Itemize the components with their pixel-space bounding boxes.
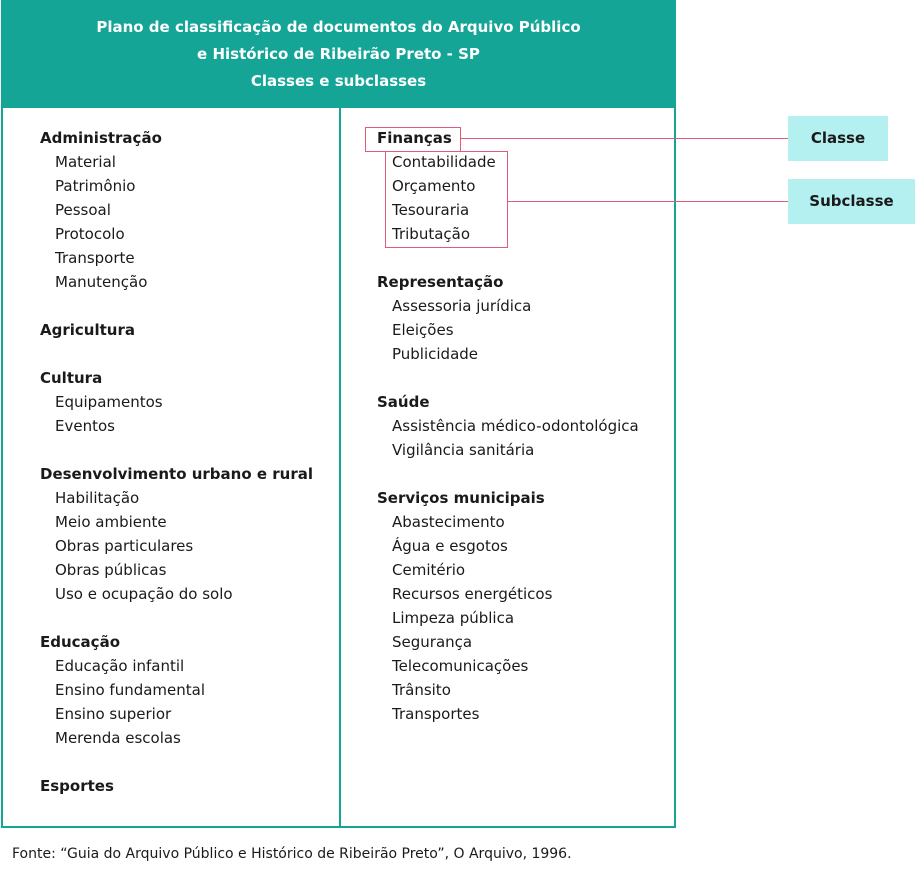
subclass-label: Telecomunicações xyxy=(392,657,529,675)
legend-classe: Classe xyxy=(788,116,888,161)
subclass-label: Cemitério xyxy=(392,561,466,579)
subclass-label: Tesouraria xyxy=(392,201,470,219)
subclass-label: Publicidade xyxy=(392,345,479,363)
class-group: Agricultura xyxy=(40,318,313,342)
class-label: Agricultura xyxy=(40,321,135,339)
subclass-highlight-box xyxy=(385,151,508,248)
header-title-line3: Classes e subclasses xyxy=(250,72,427,90)
subclass-label: Obras públicas xyxy=(55,561,167,579)
class-connector-line xyxy=(461,138,788,139)
subclass-label: Orçamento xyxy=(392,177,476,195)
subclass-label: Trânsito xyxy=(392,681,451,699)
subclass-label: Transportes xyxy=(392,705,480,723)
class-group: Esportes xyxy=(40,774,313,798)
subclass-label: Eventos xyxy=(55,417,115,435)
subclass-label: Manutenção xyxy=(55,273,148,291)
subclass-label: Limpeza pública xyxy=(392,609,515,627)
table-header: Plano de classificação de documentos do … xyxy=(3,2,674,108)
subclass-label: Transporte xyxy=(55,249,135,267)
class-label: Esportes xyxy=(40,777,114,795)
class-label: Cultura xyxy=(40,369,103,387)
subclass-label: Assistência médico-odontológica xyxy=(392,417,639,435)
class-label: Finanças xyxy=(377,129,452,147)
subclass-label: Ensino fundamental xyxy=(55,681,206,699)
class-label: Serviços municipais xyxy=(377,489,545,507)
column-divider xyxy=(339,108,341,828)
subclass-label: Obras particulares xyxy=(55,537,194,555)
header-title-line1: Plano de classificação de documentos do … xyxy=(96,18,581,36)
header-title-line2: e Histórico de Ribeirão Preto - SP xyxy=(197,45,480,63)
subclass-label: Patrimônio xyxy=(55,177,136,195)
legend-subclasse: Subclasse xyxy=(788,179,915,224)
subclass-label: Merenda escolas xyxy=(55,729,181,747)
subclass-connector-line xyxy=(508,201,788,202)
subclass-label: Pessoal xyxy=(55,201,111,219)
subclass-label: Tributação xyxy=(392,225,471,243)
class-label: Desenvolvimento urbano e rural xyxy=(40,465,314,483)
subclass-label: Equipamentos xyxy=(55,393,163,411)
subclass-label: Recursos energéticos xyxy=(392,585,553,603)
subclass-label: Vigilância sanitária xyxy=(392,441,535,459)
class-label: Saúde xyxy=(377,393,430,411)
subclass-label: Segurança xyxy=(392,633,473,651)
subclass-label: Habilitação xyxy=(55,489,140,507)
class-label: Representação xyxy=(377,273,504,291)
subclass-label: Água e esgotos xyxy=(392,537,508,555)
subclass-label: Contabilidade xyxy=(392,153,496,171)
class-label: Administração xyxy=(40,129,162,147)
source-caption: Fonte: “Guia do Arquivo Público e Histór… xyxy=(12,846,572,862)
subclass-label: Assessoria jurídica xyxy=(392,297,532,315)
subclass-label: Material xyxy=(55,153,116,171)
subclass-label: Ensino superior xyxy=(55,705,172,723)
class-highlight-box xyxy=(365,127,461,152)
subclass-label: Meio ambiente xyxy=(55,513,167,531)
class-label: Educação xyxy=(40,633,120,651)
subclass-label: Uso e ocupação do solo xyxy=(55,585,233,603)
subclass-label: Protocolo xyxy=(55,225,125,243)
subclass-label: Eleições xyxy=(392,321,454,339)
subclass-label: Educação infantil xyxy=(55,657,185,675)
subclass-label: Abastecimento xyxy=(392,513,505,531)
